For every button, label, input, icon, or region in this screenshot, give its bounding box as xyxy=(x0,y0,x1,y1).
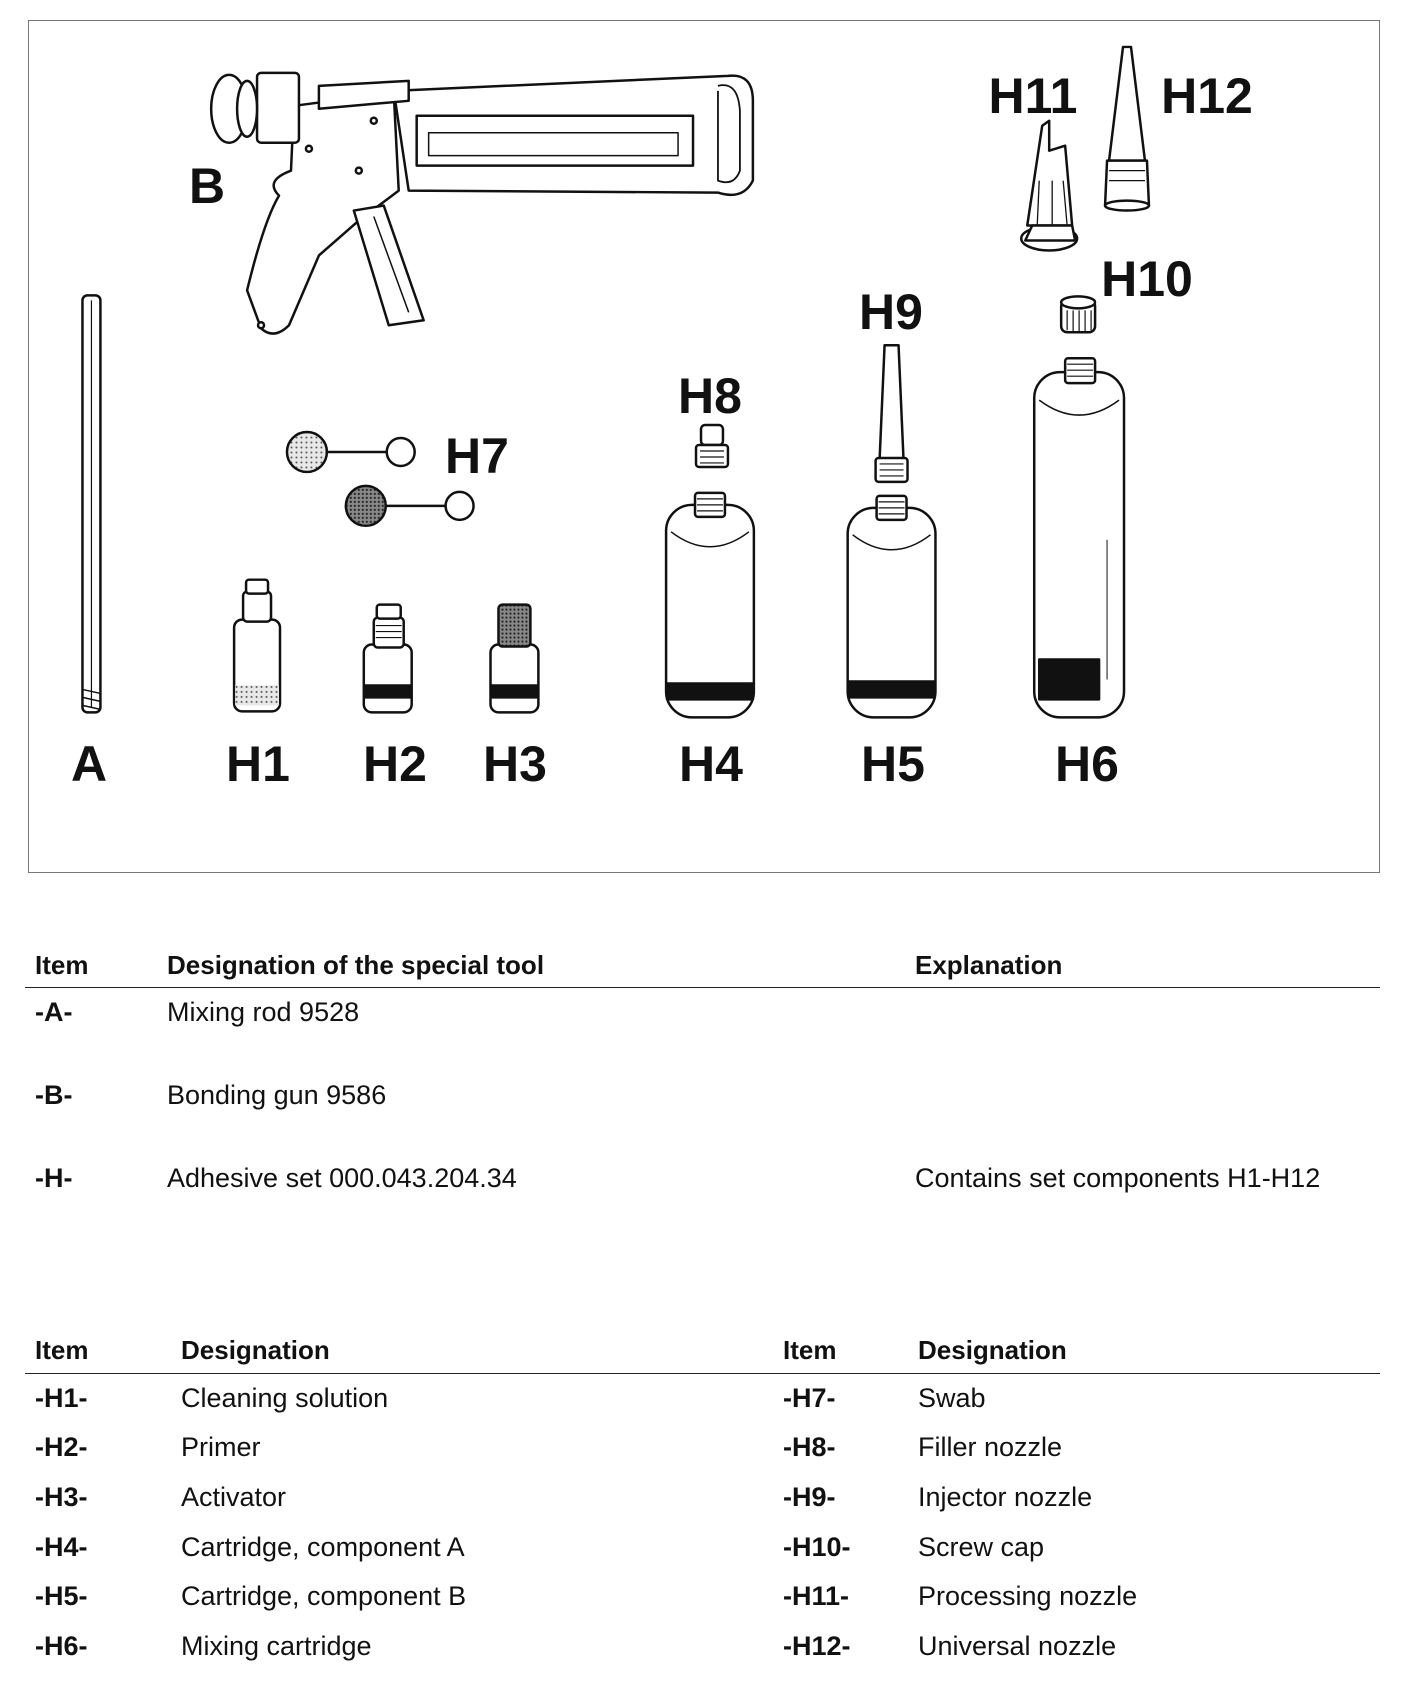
set-item-h1: -H1- xyxy=(35,1383,88,1413)
mixing-cartridge-drawing xyxy=(1032,356,1126,719)
row-designation: Mixing rod 9528 xyxy=(167,997,360,1027)
col-header-item: Item xyxy=(35,950,89,980)
header-rule xyxy=(25,1373,1380,1374)
set-designation-h3: Activator xyxy=(181,1482,287,1512)
set-item-h5: -H5- xyxy=(35,1581,88,1611)
swab-drawing xyxy=(285,430,475,528)
activator-bottle-drawing xyxy=(489,603,540,714)
set-item-h6: -H6- xyxy=(35,1631,88,1661)
tools-drawing xyxy=(81,45,1151,719)
set-designation-h7: Swab xyxy=(918,1383,986,1413)
cartridge-b-drawing xyxy=(846,494,937,719)
label-h12: H12 xyxy=(1161,68,1253,124)
label-h3: H3 xyxy=(483,736,547,792)
bonding-gun-drawing xyxy=(209,71,755,335)
col-header-designation: Designation of the special tool xyxy=(167,950,545,980)
set-item-h8: -H8- xyxy=(783,1432,836,1462)
set-item-h11: -H11- xyxy=(783,1581,850,1611)
set-item-h7: -H7- xyxy=(783,1383,836,1413)
row-item: -H- xyxy=(35,1163,73,1193)
col-header-explanation: Explanation xyxy=(915,950,1063,980)
mixing-rod-drawing xyxy=(81,294,102,714)
row-explanation: Contains set components H1-H12 xyxy=(915,1163,1321,1193)
set-item-h3: -H3- xyxy=(35,1482,88,1512)
row-designation: Bonding gun 9586 xyxy=(167,1080,387,1110)
set-designation-h8: Filler nozzle xyxy=(918,1432,1063,1462)
label-h6: H6 xyxy=(1055,736,1119,792)
set-designation-h1: Cleaning solution xyxy=(181,1383,389,1413)
set-designation-h5: Cartridge, component B xyxy=(181,1581,467,1611)
primer-bottle-drawing xyxy=(362,603,413,714)
set-item-h9: -H9- xyxy=(783,1482,836,1512)
set-item-h10: -H10- xyxy=(783,1532,851,1562)
label-b: B xyxy=(188,158,226,214)
set-designation-h10: Screw cap xyxy=(918,1532,1045,1562)
set-designation-h2: Primer xyxy=(181,1432,261,1462)
set-designation-h12: Universal nozzle xyxy=(918,1631,1117,1661)
label-h10: H10 xyxy=(1101,251,1193,307)
label-h2: H2 xyxy=(363,736,427,792)
row-item: -A- xyxy=(35,997,73,1027)
label-h9: H9 xyxy=(859,284,923,340)
label-h7: H7 xyxy=(445,428,509,484)
filler-nozzle-drawing xyxy=(694,423,730,469)
col-header-designation-left: Designation xyxy=(181,1335,330,1365)
set-item-h4: -H4- xyxy=(35,1532,88,1562)
cartridge-a-drawing xyxy=(664,491,756,719)
label-h4: H4 xyxy=(679,736,743,792)
label-h8: H8 xyxy=(678,368,742,424)
set-designation-h4: Cartridge, component A xyxy=(181,1532,465,1562)
set-designation-h11: Processing nozzle xyxy=(918,1581,1138,1611)
col-header-designation-right: Designation xyxy=(918,1335,1067,1365)
set-designation-h9: Injector nozzle xyxy=(918,1482,1093,1512)
header-rule xyxy=(25,987,1380,988)
set-item-h12: -H12- xyxy=(783,1631,851,1661)
label-h11: H11 xyxy=(988,68,1078,124)
tool-illustration: A B H1 H2 H3 H4 H5 H6 H7 H8 H9 H10 H11 H… xyxy=(28,20,1380,873)
injector-nozzle-drawing xyxy=(874,343,909,484)
row-item: -B- xyxy=(35,1080,73,1110)
label-h1: H1 xyxy=(226,736,290,792)
label-h5: H5 xyxy=(861,736,925,792)
label-a: A xyxy=(70,736,108,792)
col-header-item-right: Item xyxy=(783,1335,837,1365)
screw-cap-drawing xyxy=(1059,295,1097,334)
col-header-item-left: Item xyxy=(35,1335,89,1365)
set-designation-h6: Mixing cartridge xyxy=(181,1631,372,1661)
set-item-h2: -H2- xyxy=(35,1432,88,1462)
row-designation: Adhesive set 000.043.204.34 xyxy=(167,1163,517,1193)
cleaning-solution-bottle-drawing xyxy=(232,578,282,713)
processing-nozzle-drawing xyxy=(1020,119,1079,252)
universal-nozzle-drawing xyxy=(1103,45,1151,212)
